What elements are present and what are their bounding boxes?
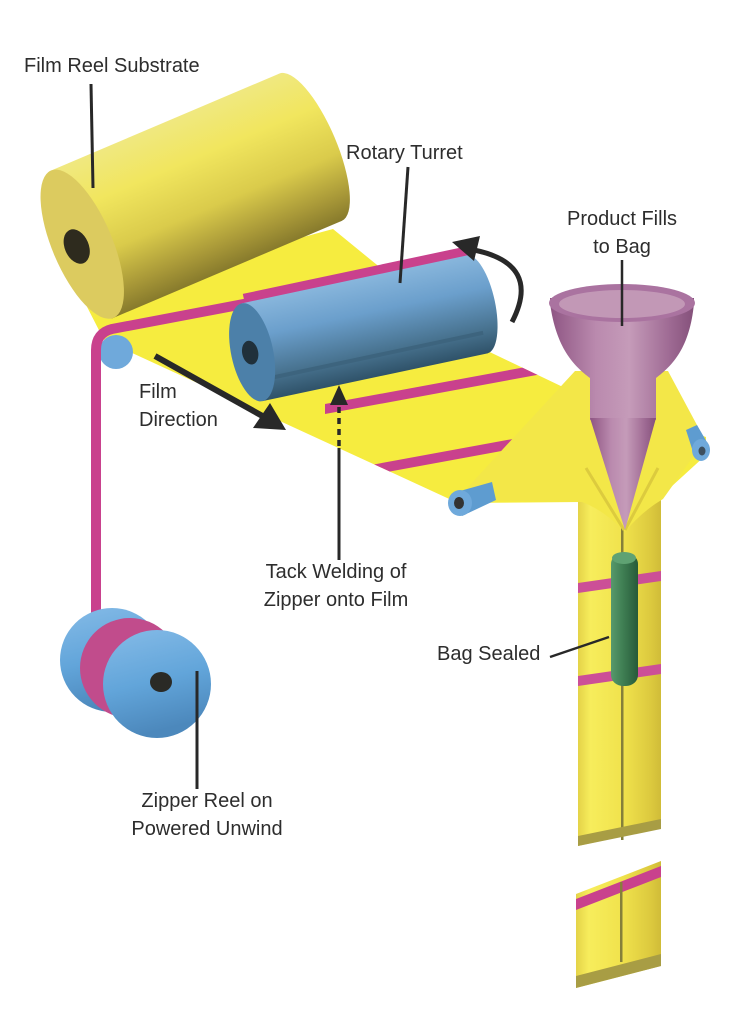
- zipper-strip: [91, 259, 456, 622]
- bag-sealed-label: Bag Sealed: [437, 643, 541, 665]
- film-reel-label: Film Reel Substrate: [24, 55, 200, 77]
- bottom-seal: [578, 819, 661, 846]
- product-fills-label: Product Fills to Bag: [566, 208, 678, 258]
- reel-hub-hole: [150, 672, 172, 692]
- bag-bottom-seal: [576, 954, 661, 988]
- leader-bag-sealed: [549, 635, 610, 659]
- film-direction-label: Film Direction: [139, 381, 218, 431]
- rotary-turret: [229, 246, 498, 402]
- tack-welding-pointer: [330, 385, 348, 560]
- rotation-arrow: [452, 236, 524, 324]
- film-direction-arrow: [153, 353, 286, 430]
- corner-roller: [99, 335, 133, 369]
- zipper-reel-label: Zipper Reel on Powered Unwind: [131, 790, 283, 840]
- bag-zipper: [576, 866, 661, 910]
- film-reel: [40, 72, 350, 319]
- collar-roller-left: [448, 482, 496, 516]
- seal-bar: [611, 552, 638, 686]
- zipper-reel: [60, 608, 211, 738]
- turret-hole: [241, 340, 259, 365]
- leader-lines: [89, 83, 624, 789]
- zipper-on-turret: [242, 246, 469, 305]
- collar-roller-right: [686, 425, 710, 461]
- tack-welding-label: Tack Welding of Zipper onto Film: [263, 561, 409, 611]
- reel-core-hole: [63, 229, 90, 264]
- rotary-turret-label: Rotary Turret: [346, 142, 463, 164]
- sealed-bag: [576, 861, 661, 988]
- leader-film-reel: [89, 83, 95, 189]
- leader-rotary-turret: [398, 166, 410, 284]
